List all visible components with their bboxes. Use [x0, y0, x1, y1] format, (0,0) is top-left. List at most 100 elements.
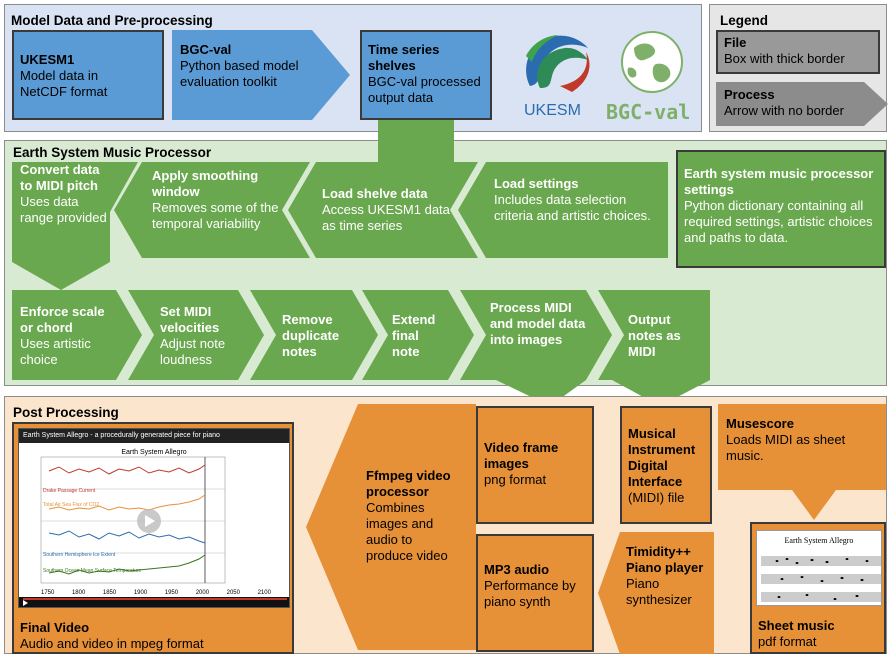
time-series-desc: BGC-val processed output data	[368, 74, 481, 105]
series-label-4: Southern Ocean Mean Surface Temperature	[43, 568, 142, 574]
load-shelve-arrow-shape	[288, 162, 478, 258]
output-notes-title: Output notes as MIDI	[628, 312, 681, 359]
legend-file-desc: Box with thick border	[724, 51, 845, 66]
series-label-1: Drake Passage Current	[43, 488, 96, 494]
ukesm-logo-text: UKESM	[524, 102, 581, 119]
load-settings-desc: Includes data selection criteria and art…	[494, 192, 651, 223]
timidity-arrow-shape	[598, 532, 714, 654]
video-control-bar[interactable]	[19, 597, 289, 607]
load-shelve-arrow: Load shelve data Access UKESM1 data as t…	[288, 162, 478, 258]
video-progress-bar[interactable]	[23, 598, 287, 600]
x-tick-1800: 1800	[71, 590, 86, 596]
midi-file-box: Musical Instrument Digital Interface (MI…	[620, 406, 712, 524]
x-tick-1750: 1750	[41, 590, 55, 596]
video-header-text: Earth System Allegro - a procedurally ge…	[23, 432, 220, 439]
ffmpeg-title: Ffmpeg video processor	[366, 468, 451, 499]
score-title: Earth System Allegro	[784, 536, 854, 545]
series-label-3: Southern Hemisphere Ice Extent	[43, 552, 116, 558]
duplicates-title: Remove duplicate notes	[282, 312, 340, 359]
video-header-bar: Earth System Allegro - a procedurally ge…	[19, 429, 289, 443]
load-settings-arrow-shape	[458, 162, 668, 258]
legend-process-arrow: Process Arrow with no border	[716, 82, 888, 126]
time-series-title: Time series shelves	[368, 42, 440, 73]
midi-file-title: Musical Instrument Digital Interface	[628, 426, 696, 489]
load-settings-arrow: Load settings Includes data selection cr…	[458, 162, 668, 258]
bgcval-logo-text: BGC-val	[606, 100, 691, 124]
process-midi-arrow-shape	[460, 290, 612, 406]
smoothing-arrow: Apply smoothing window Removes some of t…	[114, 162, 310, 258]
enforce-scale-arrow-shape	[12, 290, 142, 380]
globe-icon	[621, 31, 683, 93]
output-notes-arrow: Output notes as MIDI	[598, 290, 710, 406]
musescore-desc: Loads MIDI as sheet music.	[726, 432, 846, 463]
smoothing-desc: Removes some of the temporal variability	[152, 200, 279, 231]
play-icon[interactable]	[23, 600, 28, 606]
x-tick-1850: 1850	[102, 590, 117, 596]
extend-note-title: Extend final note	[392, 312, 436, 359]
series-label-2: Total Air Sea Flux of CO2	[43, 502, 100, 508]
enforce-scale-title: Enforce scale or chord	[20, 304, 105, 335]
staff-lines	[761, 556, 881, 602]
legend-process-desc: Arrow with no border	[724, 103, 844, 118]
video-frames-desc: png format	[484, 472, 547, 487]
legend-file-title: File	[724, 35, 747, 50]
sheet-music-box: Earth System Allegro Sheet music pdf for…	[750, 522, 886, 654]
velocities-arrow-shape	[128, 290, 264, 380]
process-midi-arrow: Process MIDI and model data into images	[460, 290, 612, 406]
bgcval-process-arrow: BGC-val Python based model evaluation to…	[172, 30, 350, 120]
sheet-music-desc: pdf format	[758, 634, 817, 649]
connector-shelves	[378, 120, 454, 164]
velocities-title: Set MIDI velocities	[160, 304, 220, 335]
sheet-music-title: Sheet music	[758, 618, 835, 633]
duplicates-arrow: Remove duplicate notes	[250, 290, 378, 380]
timidity-arrow: Timidity++ Piano player Piano synthesize…	[598, 532, 714, 654]
video-frames-box: Video frame images png format	[476, 406, 594, 524]
musescore-arrow-shape	[718, 404, 886, 520]
final-video-box: Earth System Allegro - a procedurally ge…	[12, 422, 294, 654]
convert-midi-arrow: Convert data to MIDI pitch Uses data ran…	[12, 162, 138, 290]
x-tick-2100: 2100	[257, 590, 271, 596]
x-tick-2000: 2000	[195, 590, 210, 596]
model-panel-title: Model Data and Pre-processing	[11, 13, 213, 28]
extend-note-arrow-shape	[362, 290, 474, 380]
load-settings-title: Load settings	[494, 176, 579, 191]
load-shelve-desc: Access UKESM1 data as time series	[322, 202, 450, 233]
timidity-title: Timidity++ Piano player	[626, 544, 704, 575]
legend-file-box: File Box with thick border	[716, 30, 880, 74]
smoothing-arrow-shape	[114, 162, 310, 258]
smoothing-title: Apply smoothing window	[152, 168, 259, 199]
video-frames-title: Video frame images	[484, 440, 559, 471]
settings-file-box: Earth system music processor settings Py…	[676, 150, 886, 268]
video-player[interactable]: Earth System Allegro - a procedurally ge…	[18, 428, 290, 608]
bgcval-logo: BGC-val	[604, 28, 700, 126]
ukesm1-title: UKESM1	[20, 52, 75, 67]
final-video-title: Final Video	[20, 620, 90, 635]
enforce-scale-desc: Uses artistic choice	[20, 336, 91, 367]
midi-file-desc: (MIDI) file	[628, 490, 685, 505]
duplicates-arrow-shape	[250, 290, 378, 380]
musescore-arrow: Musescore Loads MIDI as sheet music.	[718, 404, 886, 520]
extend-note-arrow: Extend final note	[362, 290, 474, 380]
ffmpeg-desc: Combines images and audio to produce vid…	[366, 500, 448, 563]
settings-file-title: Earth system music processor settings	[684, 166, 874, 197]
legend-process-arrow-shape	[716, 82, 888, 126]
settings-file-desc: Python dictionary containing all require…	[684, 198, 873, 245]
ukesm-logo: UKESM	[510, 26, 600, 126]
process-midi-title: Process MIDI and model data into images	[490, 300, 586, 347]
x-tick-labels: 1750 1800 1850 1900 1950 2000 2050 2100	[41, 585, 271, 601]
post-panel-title: Post Processing	[13, 405, 119, 420]
musescore-title: Musescore	[726, 416, 794, 431]
convert-midi-desc: Uses data range provided	[20, 194, 107, 225]
x-tick-1900: 1900	[133, 590, 148, 596]
velocities-arrow: Set MIDI velocities Adjust note loudness	[128, 290, 264, 380]
ukesm1-file-box: UKESM1 Model data in NetCDF format	[12, 30, 164, 120]
video-chart-title: Earth System Allegro	[121, 449, 187, 456]
ffmpeg-arrow: Ffmpeg video processor Combines images a…	[306, 404, 476, 650]
legend-title: Legend	[720, 13, 769, 28]
mp3-title: MP3 audio	[484, 562, 550, 577]
x-tick-2050: 2050	[226, 590, 240, 596]
mp3-audio-box: MP3 audio Performance by piano synth	[476, 534, 594, 652]
time-series-file-box: Time series shelves BGC-val processed ou…	[360, 30, 492, 120]
ffmpeg-arrow-shape	[306, 404, 476, 650]
sheet-music-preview: Earth System Allegro	[756, 530, 882, 606]
